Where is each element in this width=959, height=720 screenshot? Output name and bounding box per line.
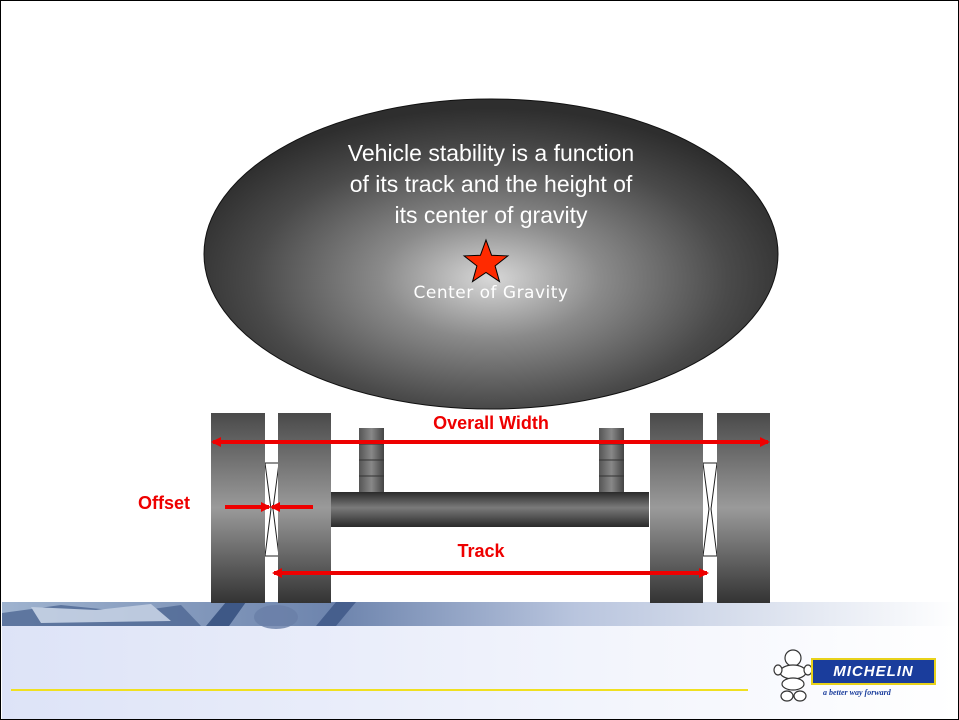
michelin-logo: MICHELIN a better way forward: [773, 648, 939, 706]
footer-rule: [11, 689, 748, 691]
michelin-tagline: a better way forward: [823, 688, 891, 697]
stability-line-3: its center of gravity: [394, 202, 588, 228]
axle: [331, 492, 649, 527]
left-wheel-rim: [264, 462, 280, 557]
track-label: Track: [457, 541, 505, 561]
center-of-gravity-label: Center of Gravity: [413, 283, 569, 303]
stability-line-1: Vehicle stability is a function: [347, 140, 635, 166]
offset-label: Offset: [138, 493, 191, 513]
stability-line-2: of its track and the height of: [349, 171, 633, 197]
right-spring: [599, 428, 624, 492]
michelin-wordmark: MICHELIN: [811, 658, 936, 685]
overall-width-label: Overall Width: [433, 413, 549, 433]
left-spring: [359, 428, 384, 492]
footer-banner-photo: [2, 602, 356, 629]
bibendum-icon: [773, 649, 813, 702]
stability-statement: Vehicle stability is a function of its t…: [301, 138, 681, 231]
right-wheel-rim: [702, 462, 718, 557]
center-of-gravity-star-icon: [462, 238, 510, 283]
